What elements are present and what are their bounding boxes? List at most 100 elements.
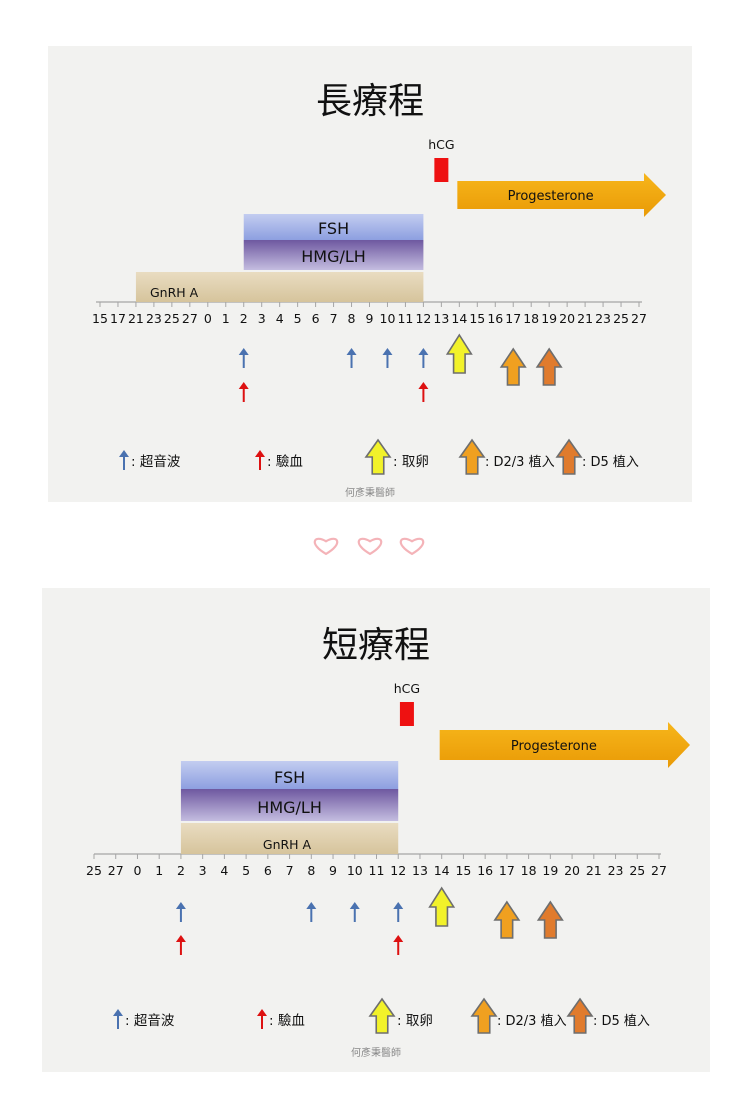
short_protocol-tick-label: 2 [177,863,185,878]
short_protocol-tick-label: 17 [499,863,515,878]
long_protocol-tick-label: 25 [164,311,180,326]
long_protocol-blood-test-arrow [418,382,429,402]
hearts-divider [313,537,425,556]
short_protocol-egg-retrieval-arrow [428,886,456,927]
short_protocol-fsh-label: FSH [274,768,305,787]
long_protocol-tick-label: 11 [397,311,413,326]
long_protocol-gnrh-bar [135,272,424,302]
long_protocol-tick-label: 3 [258,311,266,326]
short_protocol-tick-label: 10 [347,863,363,878]
short_protocol-blood-test-arrow-head [175,935,186,942]
short_protocol-hcg-label: hCG [394,681,420,696]
short_protocol-gnrh-label: GnRH A [263,837,312,852]
long_protocol-tick-label: 1 [222,311,230,326]
short-protocol-title: 短療程 [321,625,430,666]
long_protocol-tick-label: 15 [469,311,485,326]
short_protocol-tick-label: 23 [608,863,624,878]
long_protocol-blood-test-arrow-head [418,382,429,389]
short_protocol-tick-label: 3 [199,863,207,878]
long_protocol-hmg-label: HMG/LH [301,247,366,266]
short_protocol-ultrasound-arrow-head [349,902,360,909]
long_protocol-ultrasound-arrow-head [238,348,249,355]
short_protocol-tick-label: 8 [307,863,315,878]
short_protocol-hmg-label: HMG/LH [257,798,322,817]
short_protocol-ultrasound-arrow-head [175,902,186,909]
long_protocol-tick-label: 18 [523,311,539,326]
long_protocol-legend-d5-icon [555,438,583,475]
short_protocol-tick-label: 25 [629,863,645,878]
long_protocol-d5-transfer-arrow [535,347,563,386]
long_protocol-tick-label: 23 [595,311,611,326]
long_protocol-ultrasound-arrow [382,348,393,368]
long_protocol-legend-egg-retrieval-icon [364,438,392,475]
long-protocol-title: 長療程 [315,81,424,122]
short_protocol-blood-test-arrow-head [393,935,404,942]
short_protocol-tick-label: 21 [586,863,602,878]
short_protocol-legend-ultrasound: : 超音波 [125,1012,175,1029]
short_protocol-legend-ultrasound-icon [113,1009,123,1029]
long_protocol-hmg-bar [243,240,424,270]
short_protocol-gnrh-bar [180,823,399,854]
long_protocol-blood-test-arrow [238,382,249,402]
long_protocol-legend-egg-retrieval: : 取卵 [393,454,429,470]
long_protocol-tick-label: 10 [380,311,396,326]
long_protocol-ultrasound-arrow [238,348,249,368]
short_protocol-tick-label: 1 [155,863,163,878]
long_protocol-tick-label: 14 [451,311,467,326]
short_protocol-tick-label: 16 [477,863,493,878]
long_protocol-tick-label: 2 [240,311,248,326]
long_protocol-tick-label: 13 [433,311,449,326]
long_protocol-legend-blood-test-icon [255,450,265,470]
short_protocol-hmg-bar [180,789,399,821]
long_protocol-ultrasound-arrow-head [418,348,429,355]
long_protocol-tick-label: 20 [559,311,575,326]
short_protocol-hcg-block [399,702,414,726]
short_protocol-fsh-bar [180,761,399,789]
long_protocol-legend-d5-transfer: : D5 植入 [582,455,639,470]
long_protocol-d23-transfer-arrow [499,347,527,386]
short_protocol-ultrasound-arrow [349,902,360,922]
short_protocol-legend-blood-test-icon-head [257,1009,267,1016]
short_protocol-tick-label: 9 [329,863,337,878]
long_protocol-tick-label: 27 [182,311,198,326]
long_protocol-tick-label: 21 [128,311,144,326]
heart-icon [357,537,383,556]
long_protocol-legend-d23-transfer: : D2/3 植入 [485,455,555,470]
long_protocol-ultrasound-arrow [418,348,429,368]
long_protocol-blood-test-arrow-head [238,382,249,389]
long_protocol-tick-label: 17 [110,311,126,326]
short_protocol-legend-blood-test-icon [257,1009,267,1029]
long_protocol-tick-label: 25 [613,311,629,326]
short_protocol-blood-test-arrow [393,935,404,955]
long_protocol-legend-ultrasound-icon-head [119,450,129,457]
long_protocol-tick-label: 27 [631,311,647,326]
short_protocol-legend-egg-retrieval: : 取卵 [397,1013,433,1029]
short_protocol-tick-label: 6 [264,863,272,878]
short_protocol-d23-transfer-arrow [493,900,521,939]
short_protocol-tick-label: 20 [564,863,580,878]
long_protocol-ultrasound-arrow-head [346,348,357,355]
short_protocol-ultrasound-arrow [393,902,404,922]
short_protocol-legend-d23-transfer: : D2/3 植入 [497,1014,567,1029]
short_protocol-tick-label: 27 [108,863,124,878]
long_protocol-tick-label: 19 [541,311,557,326]
short_protocol-legend-ultrasound-icon-head [113,1009,123,1016]
long_protocol-tick-label: 4 [276,311,284,326]
long_protocol-tick-label: 15 [92,311,108,326]
long_protocol-ultrasound-arrow [346,348,357,368]
long_protocol-hcg-block [434,158,449,182]
heart-icon [313,537,339,556]
short_protocol-tick-label: 25 [86,863,102,878]
long_protocol-egg-retrieval-arrow [445,333,473,374]
short_protocol-tick-label: 11 [369,863,385,878]
long_protocol-tick-label: 0 [204,311,212,326]
long_protocol-tick-label: 7 [330,311,338,326]
short_protocol-ultrasound-arrow-head [306,902,317,909]
long_protocol-tick-label: 23 [146,311,162,326]
short_protocol-tick-label: 27 [651,863,667,878]
heart-icon [399,537,425,556]
short_protocol-tick-label: 13 [412,863,428,878]
long_protocol-progesterone-label: Progesterone [508,189,594,204]
short_protocol-legend-d5-transfer: : D5 植入 [593,1014,650,1029]
